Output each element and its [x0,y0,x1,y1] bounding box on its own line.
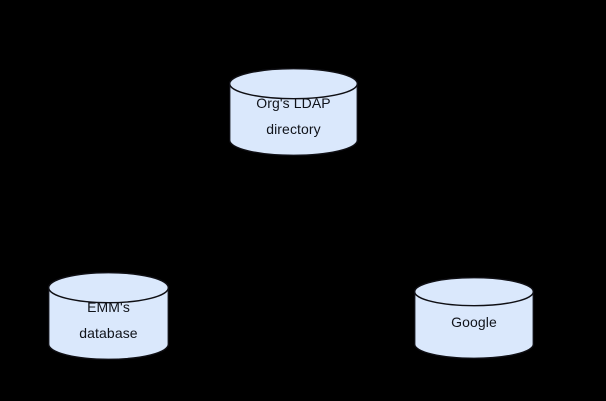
emm-database-cylinder-icon [48,271,169,360]
emm-database-cylinder-lid [48,271,169,304]
org-ldap-directory-cylinder-icon [229,67,358,156]
google-cylinder-lid [414,276,534,307]
google-cylinder-icon [414,276,534,359]
org-ldap-directory-cylinder-lid [229,67,358,100]
node-google[interactable]: Google [414,276,534,359]
